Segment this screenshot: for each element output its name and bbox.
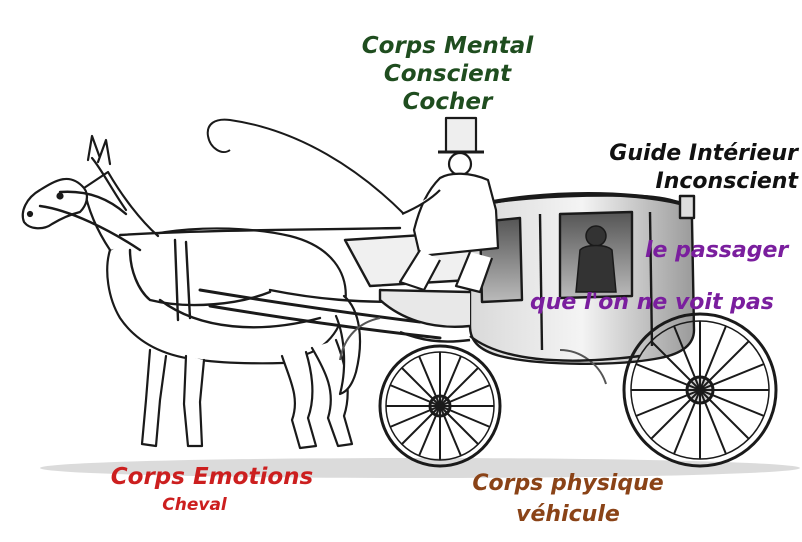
label-physical-group: Corps physique véhicule: [462, 473, 674, 535]
label-mental-group: Corps Mental Conscient Cocher: [330, 35, 565, 119]
coachman-figure: [398, 116, 500, 294]
whip: [206, 118, 405, 215]
carriage-body: [343, 192, 696, 365]
label-inconscient: Inconscient: [655, 169, 798, 194]
ground-shadow: [40, 458, 800, 478]
label-guide-interieur: Guide Intérieur: [609, 141, 798, 166]
rear-wheel: [622, 312, 778, 468]
horse: [21, 134, 362, 450]
front-wheel: [378, 344, 502, 468]
label-corps-physique: Corps physique: [472, 471, 664, 496]
undercarriage: [399, 330, 641, 362]
label-cocher: Cocher: [402, 89, 493, 115]
label-invisible: que l'on ne voit pas: [530, 290, 774, 315]
label-guide-group: Guide Intérieur Inconscient: [560, 143, 798, 199]
label-corps-mental: Corps Mental: [361, 33, 534, 59]
passenger-figure: [575, 225, 617, 293]
label-emotions-group: Corps Emotions Cheval: [102, 466, 322, 514]
label-conscient: Conscient: [383, 61, 512, 87]
label-corps-emotions: Corps Emotions: [110, 464, 314, 490]
label-vehicule: véhicule: [516, 502, 620, 527]
label-cheval: Cheval: [162, 495, 227, 515]
label-passager: le passager: [645, 238, 789, 263]
